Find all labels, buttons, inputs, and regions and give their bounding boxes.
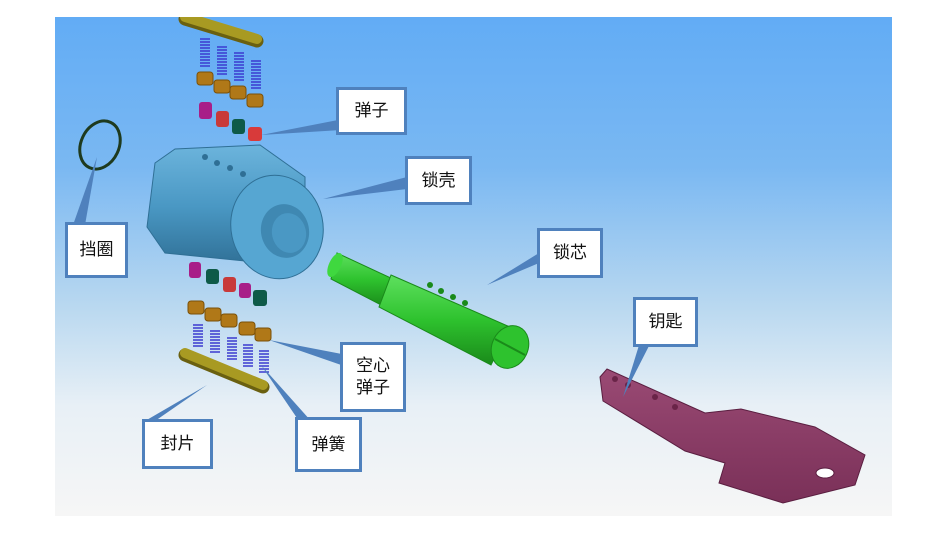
label-springs: 弹簧: [311, 434, 346, 455]
lock-core: [327, 252, 530, 369]
exploded-lock-illustration: [73, 17, 866, 504]
callout-hollow-pins: 空心 弹子: [340, 342, 406, 412]
callout-pointers: [73, 120, 651, 421]
pointer-sealing-strip: [145, 385, 207, 421]
pointer-lock-shell: [323, 177, 407, 199]
pointer-pins: [261, 120, 341, 135]
top-springs: [200, 38, 261, 89]
bottom-hollow-pins: [187, 300, 272, 342]
callout-key: 钥匙: [633, 297, 698, 347]
label-lock-shell: 锁壳: [421, 170, 456, 191]
bottom-sealing-strip: [178, 348, 270, 394]
label-hollow-pins-line2: 弹子: [356, 378, 390, 398]
callout-lock-shell: 锁壳: [405, 156, 472, 205]
callout-sealing-strip: 封片: [142, 419, 213, 469]
callout-lock-core: 锁芯: [537, 228, 603, 278]
label-hollow-pins-line1: 空心: [356, 356, 390, 376]
label-sealing-strip: 封片: [160, 434, 195, 454]
top-pins: [199, 102, 262, 141]
pointer-lock-core: [487, 253, 539, 285]
bottom-springs: [193, 324, 269, 373]
pointer-retaining-ring: [73, 157, 97, 225]
bottom-pins: [189, 262, 267, 306]
top-hollow-pins: [196, 71, 264, 108]
top-sealing-strip: [178, 17, 264, 48]
retaining-ring: [78, 119, 122, 171]
lock-shell: [146, 144, 324, 280]
pointer-springs: [261, 365, 311, 421]
key: [599, 368, 866, 504]
label-key: 钥匙: [648, 312, 683, 332]
pointer-hollow-pins: [269, 340, 347, 367]
pointer-key: [623, 342, 651, 397]
diagram-panel: 弹子 锁壳 挡圈 锁芯 钥匙 空心 弹子 封片 弹簧: [55, 17, 892, 516]
callout-retaining-ring: 挡圈: [65, 222, 128, 278]
label-retaining-ring: 挡圈: [79, 240, 114, 260]
callout-springs: 弹簧: [295, 417, 362, 472]
callout-pins: 弹子: [336, 87, 407, 135]
label-pins: 弹子: [354, 101, 389, 121]
label-lock-core: 锁芯: [553, 243, 587, 263]
